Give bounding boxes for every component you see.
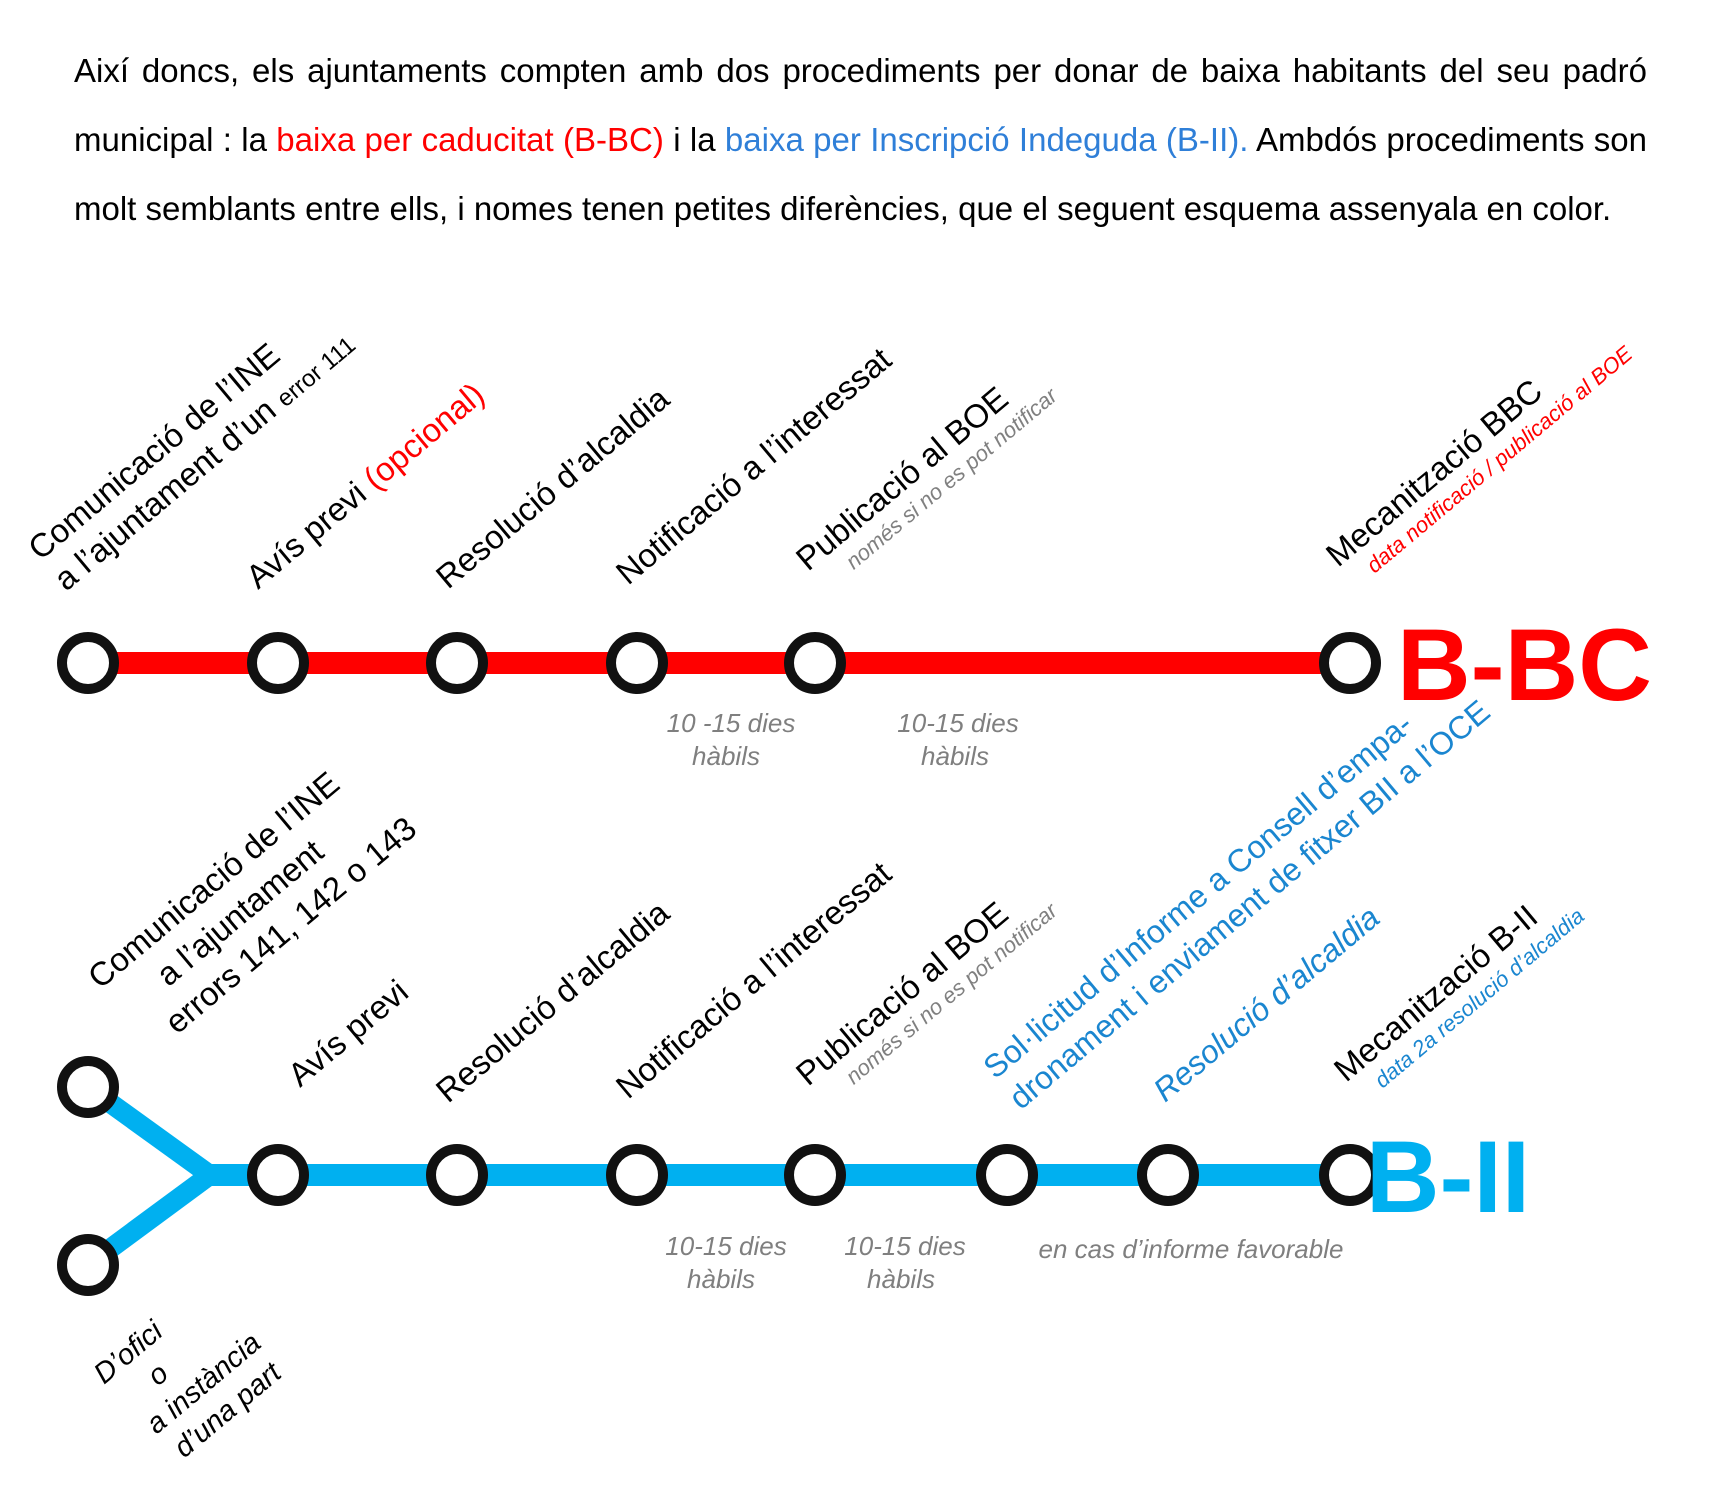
bbc-station-1: [57, 632, 119, 694]
bbc-line-group: B-BC Comunicació de l’INE a l’ajuntament…: [21, 325, 1652, 771]
bii-title: B-II: [1366, 1120, 1530, 1234]
bbc-station-2: [247, 632, 309, 694]
bbc-duration-2-line1: 10-15 dies: [897, 708, 1018, 738]
bii-station-6: [976, 1144, 1038, 1206]
bbc-term: baixa per caducitat (B-BC): [276, 121, 664, 158]
svg-text:a l’ajuntament d’un error 111: a l’ajuntament d’un error 111: [47, 325, 362, 598]
bbc-station-6: [1319, 632, 1381, 694]
bii-station-4: [606, 1144, 668, 1206]
bbc-label-2-main: Avís previ: [239, 468, 380, 595]
bii-duration-2-line2: hàbils: [867, 1264, 935, 1294]
bii-station-8: [1319, 1144, 1381, 1206]
bii-label-2-text: Avís previ: [281, 972, 415, 1093]
bbc-label-1-error: error 111: [272, 332, 361, 413]
bii-station-3: [426, 1144, 488, 1206]
bbc-duration-2-line2: hàbils: [921, 741, 989, 771]
bii-label-6-line1: Sol·licitud d’Informe a Consell d’empa-: [976, 706, 1419, 1086]
bii-line-group: B-II Comunicació de l’INE a l’ajuntament…: [57, 693, 1589, 1464]
intro-text-3: Ambdós procediments son molt semblants e…: [74, 121, 1648, 227]
bii-branch-line2: o: [142, 1357, 175, 1392]
bbc-station-3: [426, 632, 488, 694]
bbc-label-6-text: Mecanització BBC: [1319, 372, 1549, 574]
bii-station-5: [784, 1144, 846, 1206]
intro-text-2: i la: [663, 121, 725, 158]
intro-paragraph: Així doncs, els ajuntaments compten amb …: [74, 36, 1647, 243]
bbc-station-4: [606, 632, 668, 694]
bii-branch-station-upper: [57, 1056, 119, 1118]
bbc-duration-1-line2: hàbils: [692, 741, 760, 771]
bii-term: baixa per Inscripció Indeguda (B-II).: [724, 121, 1249, 158]
bbc-label-6: Mecanització BBC data notificació / publ…: [1319, 341, 1638, 578]
bbc-station-5: [784, 632, 846, 694]
bbc-label-2-optional: (opcional): [356, 375, 491, 496]
bii-label-2: Avís previ: [281, 972, 415, 1093]
bii-station-7: [1137, 1144, 1199, 1206]
bii-branch-station-lower: [57, 1234, 119, 1296]
bii-branch-label: D’ofici o a instància d’una part: [88, 1314, 289, 1464]
bbc-duration-1-line1: 10 -15 dies: [667, 708, 796, 738]
bii-station-2: [247, 1144, 309, 1206]
intro-text-1: Així doncs, els ajuntaments compten amb …: [74, 52, 1647, 158]
bbc-label-6-note: data notificació / publicació al BOE: [1362, 341, 1638, 578]
bbc-label-1-line1: Comunicació de l’INE: [21, 336, 286, 567]
bii-duration-1-line2: hàbils: [687, 1264, 755, 1294]
bbc-title: B-BC: [1397, 608, 1652, 722]
bii-duration-1-line1: 10-15 dies: [665, 1231, 786, 1261]
bii-duration-2-line1: 10-15 dies: [844, 1231, 965, 1261]
bii-duration-3: en cas d’informe favorable: [1039, 1234, 1344, 1264]
